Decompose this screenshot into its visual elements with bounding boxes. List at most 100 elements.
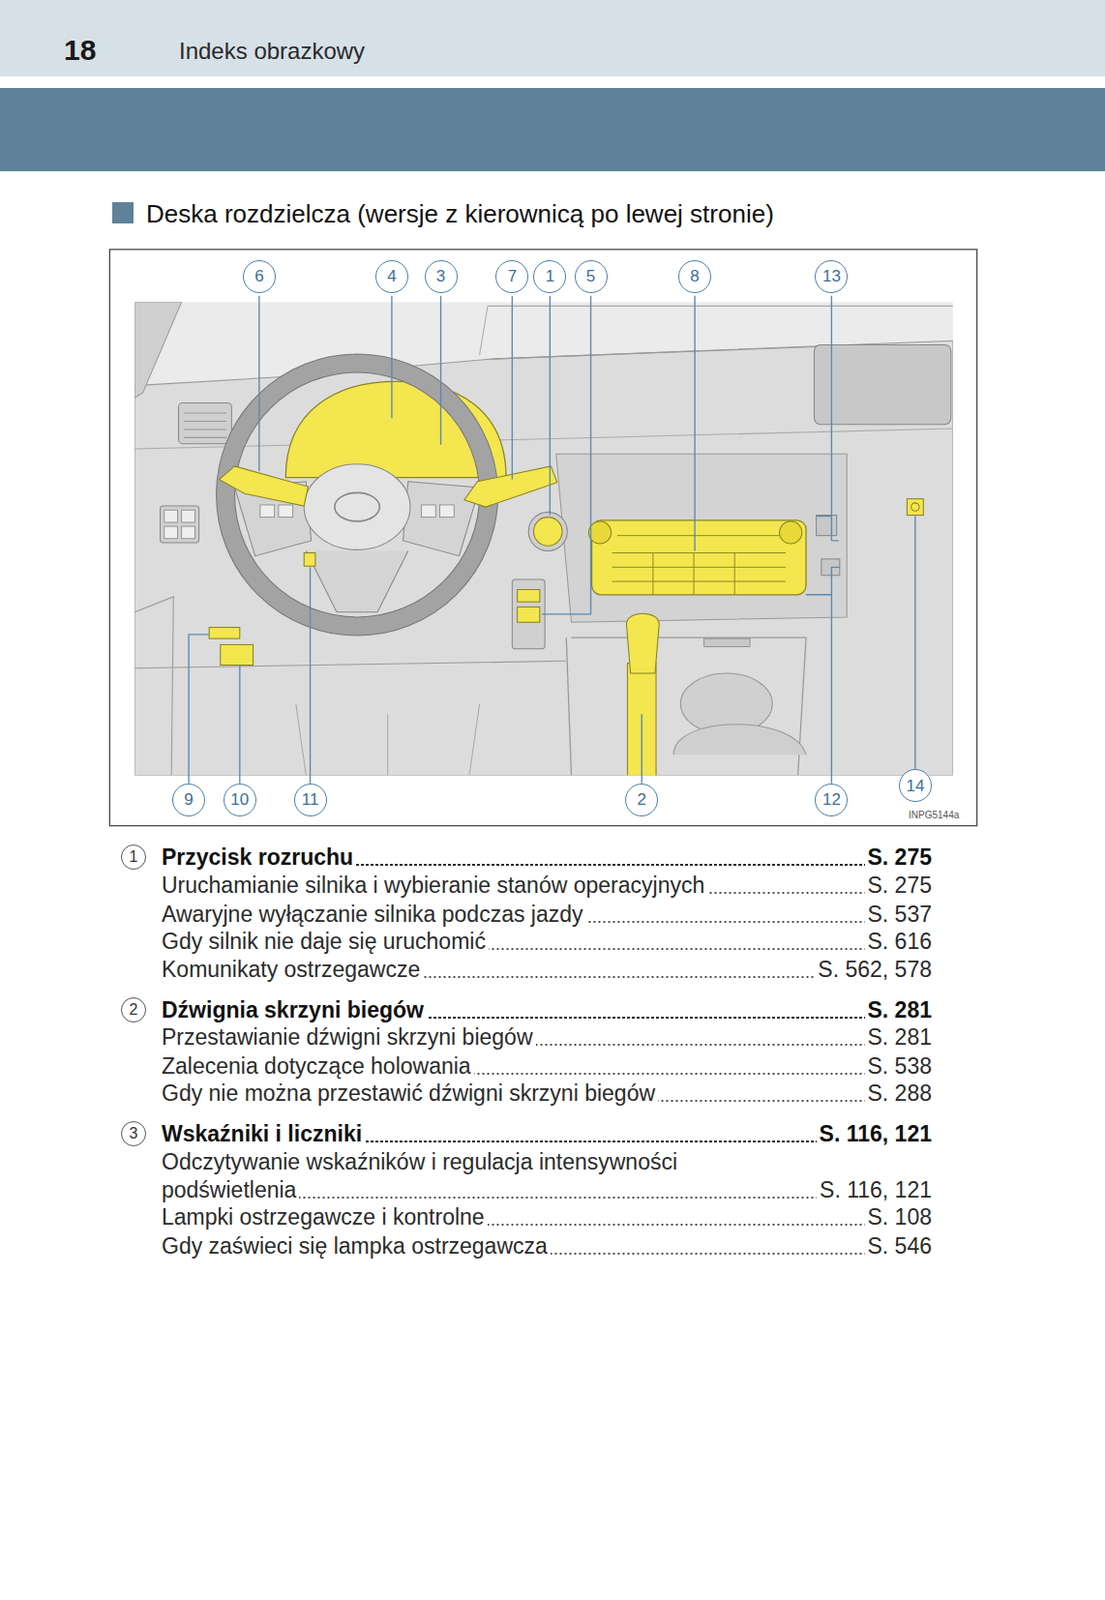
index-row: Lampki ostrzegawcze i kontrolneS. 108	[161, 1203, 932, 1232]
dashboard-shape	[109, 249, 977, 827]
callout-text: 4	[387, 268, 396, 285]
index-row: Awaryjne wyłączanie silnika podczas jazd…	[161, 900, 932, 929]
page-reference: S. 546	[865, 1232, 933, 1261]
dashboard-shape	[626, 613, 659, 674]
dashboard-shape	[334, 492, 380, 522]
dashboard-shape	[134, 428, 954, 449]
dashboard-shape	[260, 505, 275, 518]
dashboard-shape	[489, 347, 816, 360]
dashboard-shape	[134, 301, 954, 776]
index-entry: Komunikaty ostrzegawcze	[161, 956, 423, 983]
dashboard-shape	[134, 301, 182, 398]
callout-number: 5	[574, 260, 608, 294]
callout-text: 1	[129, 849, 139, 866]
dashboard-shape	[296, 704, 480, 777]
dashboard-shape	[209, 627, 240, 640]
callout-number: 8	[678, 260, 712, 294]
index-entry: Gdy silnik nie daje się uruchomić	[161, 928, 489, 955]
callout-text: 3	[129, 1126, 139, 1142]
leader-line	[309, 567, 311, 784]
leader-line	[549, 296, 551, 516]
callout-text: 10	[230, 791, 249, 808]
callout-number: 3	[424, 260, 458, 294]
dashboard-shape	[181, 509, 196, 523]
dashboard-shape	[303, 464, 411, 551]
index-entry: Zalecenia dotyczące holowania	[161, 1053, 475, 1079]
dashboard-shape	[134, 301, 954, 776]
callout-text: 3	[436, 268, 446, 285]
callout-text: 2	[637, 791, 647, 808]
leader-line	[440, 296, 442, 446]
dashboard-shape	[160, 506, 200, 543]
callout-number: 12	[814, 783, 848, 817]
leader-line	[511, 296, 513, 480]
dashboard-shape	[134, 340, 954, 776]
dashboard-shape	[403, 481, 480, 557]
callout-text: 1	[545, 268, 555, 285]
leader-line	[258, 296, 260, 472]
callout-number: 6	[242, 260, 276, 294]
page-reference: S. 275	[865, 843, 933, 872]
index-row: Przycisk rozruchu S. 275	[161, 843, 932, 872]
image-code: INPG5144a	[908, 809, 959, 822]
callout-number: 9	[172, 783, 206, 817]
callout-text: 12	[822, 791, 841, 808]
index-entry: Gdy nie można przestawić dźwigni skrzyni…	[161, 1080, 658, 1106]
dashboard-shape	[134, 660, 567, 668]
index-row: Gdy silnik nie daje się uruchomićS. 616	[161, 927, 932, 956]
dashboard-shape	[278, 505, 294, 518]
dashboard-shape	[704, 638, 750, 647]
dashboard-shape	[164, 509, 179, 523]
index-row: Dźwignia skrzyni biegów S. 281	[161, 996, 932, 1025]
index-row: Odczytywanie wskaźników i regulacja inte…	[161, 1148, 932, 1205]
callout-number: 14	[898, 769, 932, 803]
list-marker: 3	[120, 1121, 147, 1147]
dashboard-shape	[183, 413, 227, 438]
dashboard-shape	[556, 453, 848, 623]
callout-number: 4	[375, 260, 409, 294]
index-entry: Awaryjne wyłączanie silnika podczas jazd…	[161, 901, 587, 927]
page-reference: S. 562, 578	[814, 955, 932, 985]
index-heading: Dźwignia skrzyni biegów	[161, 997, 427, 1023]
section-name: Indeks obrazkowy	[179, 37, 365, 65]
index-row: Zalecenia dotyczące holowania S. 538	[161, 1052, 932, 1081]
callout-text: 5	[586, 268, 596, 285]
list-marker: 1	[120, 844, 147, 870]
callout-text: 8	[689, 268, 699, 285]
index-heading: Wskaźniki i liczniki	[161, 1121, 365, 1147]
dashboard-shape	[533, 517, 563, 547]
leader-line	[390, 296, 392, 419]
dashboard-shape	[179, 403, 233, 445]
callout-text: 9	[183, 791, 193, 808]
leader-line	[816, 296, 839, 541]
index-entry: Uruchamianie silnika i wybieranie stanów…	[161, 872, 708, 898]
index-row: Gdy zaświeci się lampka ostrzegawczaS. 5…	[161, 1232, 932, 1261]
leader-line	[914, 516, 916, 771]
leader-line	[641, 714, 643, 784]
dashboard-shape	[181, 526, 196, 539]
page-reference: S. 288	[865, 1079, 933, 1108]
page-header: 18 Indeks obrazkowy	[0, 0, 1105, 77]
callout-text: 7	[507, 268, 517, 285]
page-number: 18	[63, 33, 96, 67]
callout-number: 1	[533, 260, 567, 294]
index-entry: Odczytywanie wskaźników i regulacja inte…	[161, 1149, 678, 1203]
callout-text: 14	[905, 777, 925, 795]
index-row: Gdy nie można przestawić dźwigni skrzyni…	[161, 1079, 932, 1108]
dashboard-shape	[464, 466, 558, 508]
dashboard-shape	[517, 590, 540, 603]
leader-line	[238, 665, 240, 784]
callout-text: 13	[822, 268, 841, 285]
page-reference: S. 538	[865, 1052, 933, 1081]
callout-text: 11	[301, 791, 320, 808]
dashboard-shape	[592, 520, 807, 596]
leader-line	[188, 296, 916, 784]
page-reference: S. 275	[865, 871, 933, 900]
index-heading: Przycisk rozruchu	[161, 844, 357, 870]
page-reference: S. 281	[865, 996, 933, 1025]
index-row: Wskaźniki i licznikiS. 116, 121	[161, 1120, 932, 1149]
index-entry: Przestawianie dźwigni skrzyni biegów	[161, 1024, 537, 1050]
dashboard-shape	[911, 503, 920, 511]
